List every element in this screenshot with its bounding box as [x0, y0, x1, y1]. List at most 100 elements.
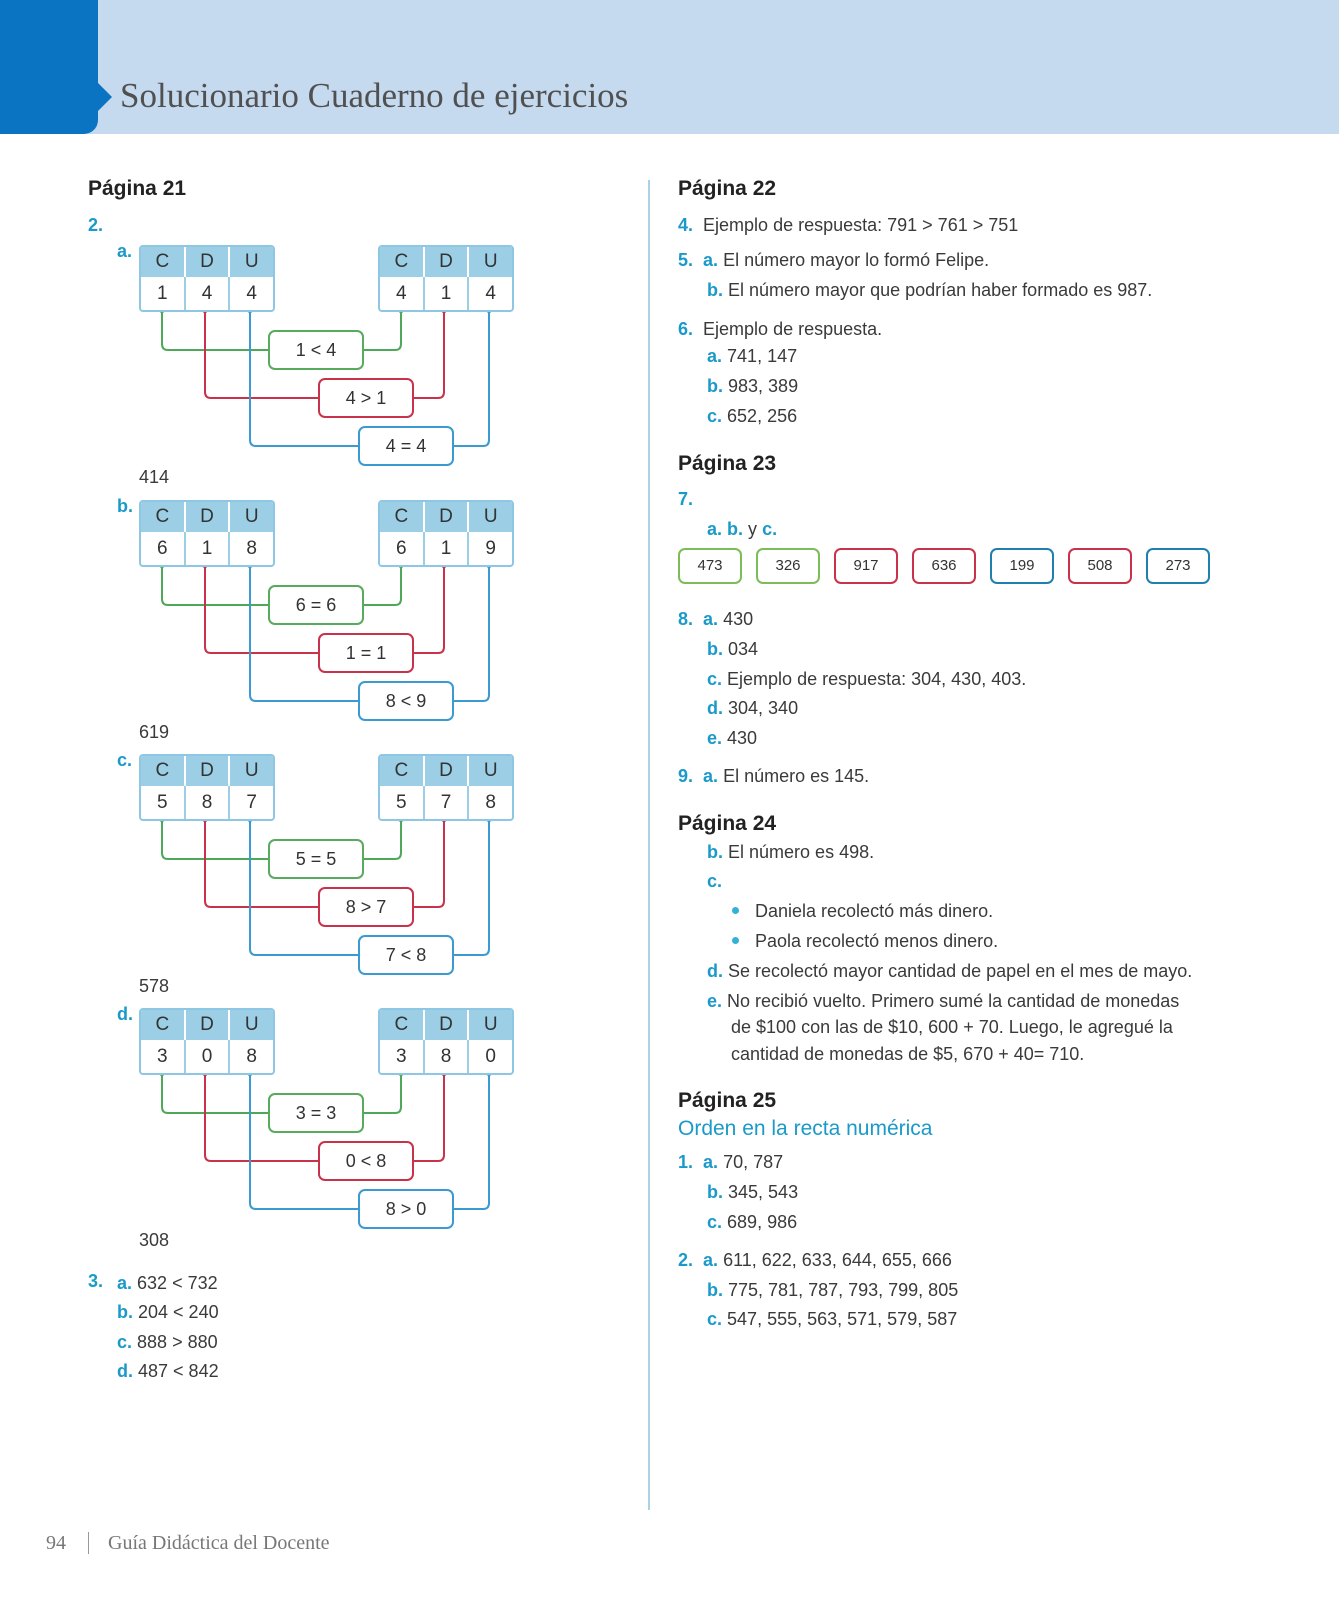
digit-cell: 7 — [228, 786, 273, 819]
item-25-1-number: 1. — [678, 1152, 694, 1172]
item-9a-text: El número es 145. — [723, 766, 870, 786]
item-8-number: 8. — [678, 609, 694, 629]
item-24e-line2: de $100 con las de $10, 600 + 70. Luego,… — [731, 1017, 1173, 1037]
heading-pagina-24: Página 24 — [678, 812, 777, 835]
number-card: 473 — [678, 548, 742, 584]
digit-cell: 4 — [183, 277, 229, 310]
comparison-box: 8 > 7 — [318, 887, 414, 927]
group-label: d. — [117, 1004, 133, 1024]
item-8c-text: Ejemplo de respuesta: 304, 430, 403. — [727, 669, 1027, 689]
header-cell: U — [228, 502, 273, 532]
item-3-number: 3. — [88, 1271, 104, 1291]
item-24e-line-1: No recibió vuelto. Primero sumé la canti… — [727, 991, 1180, 1011]
item-5b: b. El número mayor que podrían haber for… — [707, 279, 1152, 301]
header-cell: C — [155, 506, 170, 527]
header-cell: C — [394, 506, 409, 527]
item-8a-letter: a. — [703, 609, 719, 629]
item-25-2c-text: 547, 555, 563, 571, 579, 587 — [727, 1309, 958, 1329]
comparison-box: 3 = 3 — [268, 1093, 364, 1133]
comparison-box: 7 < 8 — [358, 935, 454, 975]
digit-cell: 8 — [422, 1040, 468, 1073]
heading-pagina-22: Página 22 — [678, 177, 777, 200]
item-25-2a-letter: a. — [703, 1250, 719, 1270]
header-cell: D — [183, 1010, 229, 1040]
connector-line — [249, 565, 490, 702]
item-24c-letter: c. — [707, 871, 723, 891]
number-card: 917 — [834, 548, 898, 584]
heading-pagina-23: Página 23 — [678, 452, 777, 475]
result-number: 578 — [139, 976, 170, 996]
item-24e: e. No recibió vuelto. Primero sumé la ca… — [707, 990, 1179, 1012]
connector-line — [249, 819, 490, 956]
digit-cell: 6 — [157, 538, 168, 559]
item-7c-letter: c. — [762, 519, 778, 539]
item-7b-letter: b. — [727, 519, 744, 539]
item-6b-letter: b. — [707, 376, 723, 396]
item-24d-letter: d. — [707, 961, 723, 981]
comparison-box: 1 = 1 — [318, 633, 414, 673]
item-8c: c. Ejemplo de respuesta: 304, 430, 403. — [707, 668, 1026, 690]
item-9-number: 9. — [678, 766, 694, 786]
item-25-2c-letter: c. — [707, 1309, 723, 1329]
digit-cell: 7 — [422, 786, 468, 819]
digit-cell: 8 — [228, 1040, 273, 1073]
item-25-2a: 2. a. 611, 622, 633, 644, 655, 666 — [678, 1249, 952, 1271]
column-divider — [648, 180, 650, 1510]
digit-cell: 9 — [467, 532, 512, 565]
footer-page-number: 94 — [46, 1532, 66, 1554]
digit-cell: 0 — [467, 1040, 512, 1073]
item-9a-letter: a. — [703, 766, 719, 786]
header-cell: U — [228, 247, 273, 277]
digit-cell: 1 — [183, 532, 229, 565]
digit-cell: 5 — [157, 792, 168, 813]
connector-line — [204, 310, 445, 399]
item-3a-text: 632 < 732 — [137, 1273, 218, 1293]
digit-cell: 4 — [228, 277, 273, 310]
header-cell: D — [422, 1010, 468, 1040]
item-6c-letter: c. — [707, 406, 723, 426]
comparison-box: 8 > 0 — [358, 1189, 454, 1229]
item-25-2c: c. 547, 555, 563, 571, 579, 587 — [707, 1308, 957, 1330]
header-cell: D — [422, 247, 468, 277]
header-cell: U — [228, 756, 273, 786]
bullet-2-text: Paola recolectó menos dinero. — [755, 931, 999, 951]
item-8e-letter: e. — [707, 728, 723, 748]
bullet-icon — [732, 936, 739, 944]
item-4: 4. Ejemplo de respuesta: 791 > 761 > 751 — [678, 214, 1018, 236]
item-7-conjunction: y — [748, 519, 758, 539]
item-24c: c. — [707, 870, 722, 892]
result-number: 308 — [139, 1230, 170, 1250]
item-3c-text: 888 > 880 — [137, 1332, 218, 1352]
item-4-text: Ejemplo de respuesta: 791 > 761 > 751 — [703, 215, 1019, 235]
item-8b-text: 034 — [728, 639, 759, 659]
number-card: 636 — [912, 548, 976, 584]
header-cell: C — [155, 251, 170, 272]
item-3c-letter: c. — [117, 1332, 133, 1352]
comparison-box: 1 < 4 — [268, 330, 364, 370]
digit-cell: 5 — [396, 792, 407, 813]
connector-line — [161, 565, 402, 606]
comparison-box: 5 = 5 — [268, 839, 364, 879]
item-6b: b. 983, 389 — [707, 375, 798, 397]
item-6-number: 6. — [678, 319, 694, 339]
item-5b-letter: b. — [707, 280, 723, 300]
group-label: b. — [117, 496, 133, 516]
connector-line — [204, 819, 445, 908]
subheading-orden: Orden en la recta numérica — [678, 1117, 933, 1140]
digit-cell: 0 — [183, 1040, 229, 1073]
result-number: 414 — [139, 467, 170, 487]
comparison-box: 6 = 6 — [268, 585, 364, 625]
bullet-2: Paola recolectó menos dinero. — [732, 930, 998, 952]
header-tab — [0, 0, 98, 134]
item-25-1a-text: 70, 787 — [723, 1152, 784, 1172]
connector-line — [249, 310, 490, 447]
connector-line — [204, 1073, 445, 1162]
